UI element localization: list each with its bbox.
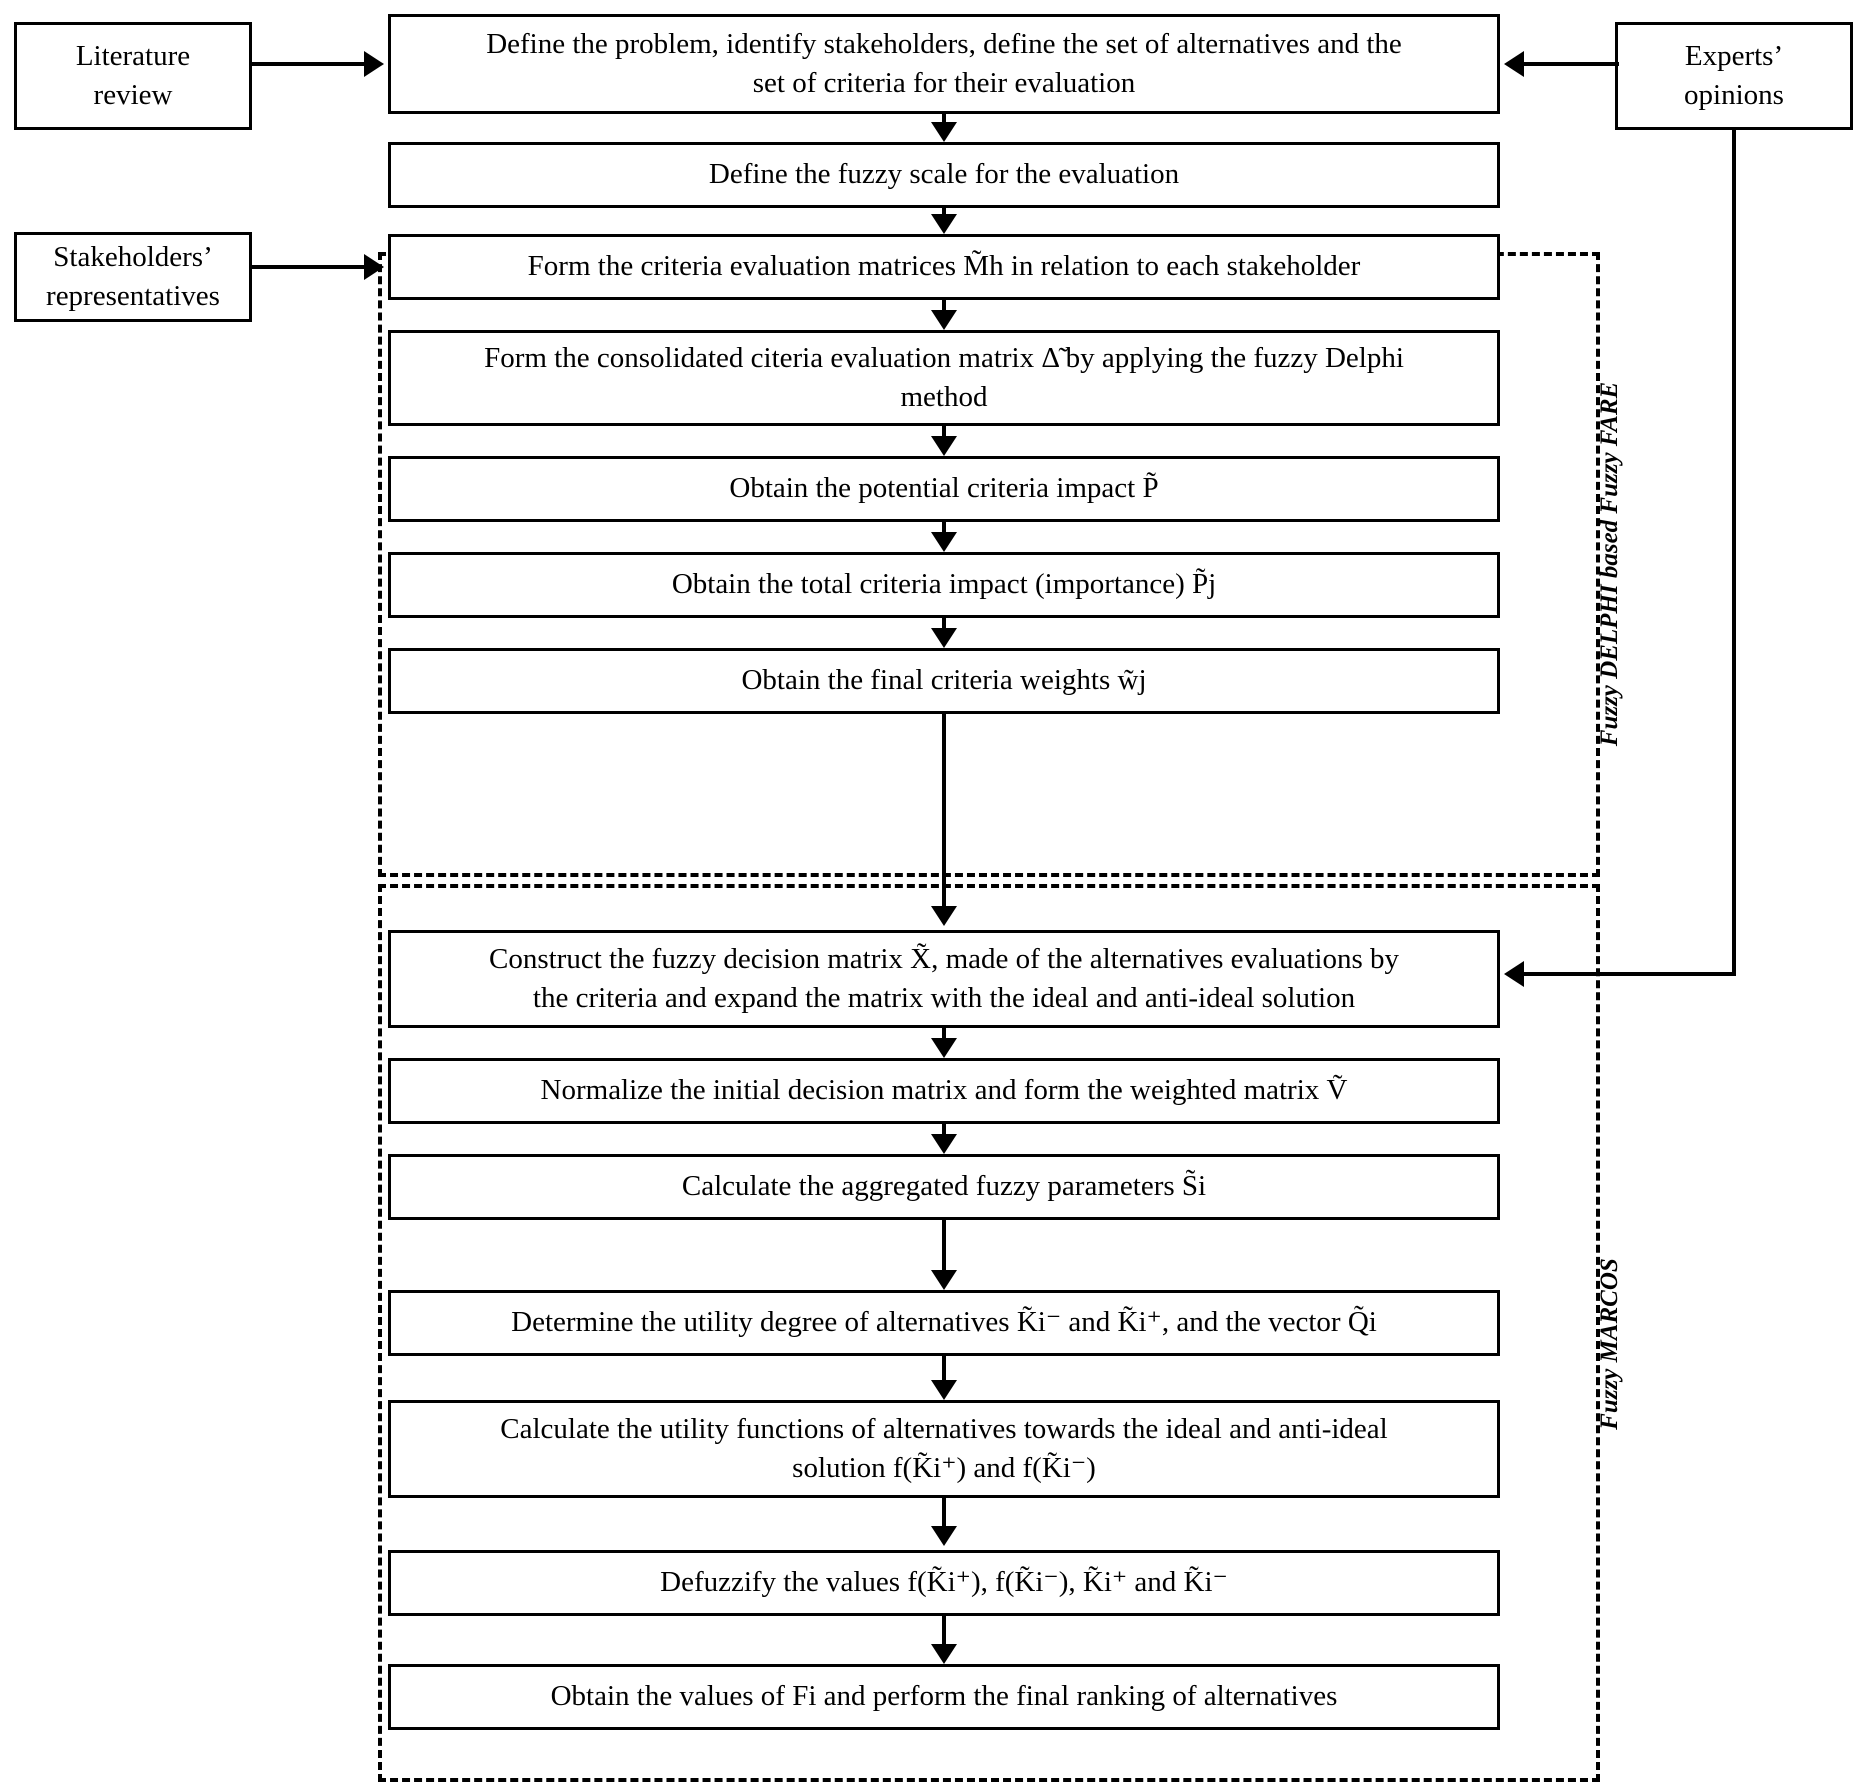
- step-utility-degree-line1: Determine the utility degree of alternat…: [511, 1306, 1377, 1339]
- group-frame-fuzzy-marcos: [378, 884, 1600, 1782]
- input-box-stakeholders-representatives-label: Stakeholders’ representatives: [46, 240, 220, 312]
- group-label-fuzzy-delphi-fare: Fuzzy DELPHI based Fuzzy FARE: [1596, 381, 1623, 747]
- step-box-construct-decision-matrix: Construct the fuzzy decision matrix X̃, …: [388, 930, 1500, 1028]
- step-consolidated-matrix-line2: method: [900, 381, 988, 413]
- arrowhead-3-4: [931, 310, 957, 330]
- connector-literature-to-define-problem: [252, 62, 364, 66]
- step-form-criteria-matrices-line1: Form the criteria evaluation matrices M̃…: [527, 250, 1361, 283]
- step-box-define-problem: Define the problem, identify stakeholder…: [388, 14, 1500, 114]
- connector-4-5: [942, 426, 946, 440]
- step-final-ranking-line1: Obtain the values of Fi and perform the …: [550, 1680, 1338, 1713]
- arrowhead-stakeholders-to-form-matrices: [364, 254, 384, 280]
- step-box-utility-degree: Determine the utility degree of alternat…: [388, 1290, 1500, 1356]
- step-box-defuzzify: Defuzzify the values f(K̃i⁺), f(K̃i⁻), K…: [388, 1550, 1500, 1616]
- step-box-potential-criteria-impact: Obtain the potential criteria impact P̃: [388, 456, 1500, 522]
- arrowhead-9-10: [931, 1134, 957, 1154]
- step-total-criteria-impact-line1: Obtain the total criteria impact (import…: [671, 568, 1217, 601]
- step-normalize-matrix-line1: Normalize the initial decision matrix an…: [540, 1074, 1348, 1107]
- connector-experts-vertical-down: [1732, 130, 1736, 976]
- arrowhead-5-6: [931, 532, 957, 552]
- connector-experts-horizontal-to-matrix: [1524, 972, 1736, 976]
- arrowhead-2-3: [931, 214, 957, 234]
- step-define-problem-line2: set of criteria for their evaluation: [752, 67, 1136, 99]
- connector-8-9: [942, 1028, 946, 1042]
- step-utility-functions-line1: Calculate the utility functions of alter…: [500, 1412, 1388, 1445]
- arrowhead-7-8: [931, 906, 957, 926]
- step-box-normalize-matrix: Normalize the initial decision matrix an…: [388, 1058, 1500, 1124]
- connector-13-14: [942, 1616, 946, 1648]
- step-box-final-ranking: Obtain the values of Fi and perform the …: [388, 1664, 1500, 1730]
- connector-11-12: [942, 1356, 946, 1384]
- step-define-fuzzy-scale-line1: Define the fuzzy scale for the evaluatio…: [708, 158, 1180, 191]
- step-box-aggregated-parameters: Calculate the aggregated fuzzy parameter…: [388, 1154, 1500, 1220]
- arrowhead-10-11: [931, 1270, 957, 1290]
- step-box-consolidated-matrix: Form the consolidated citeria evaluation…: [388, 330, 1500, 426]
- arrowhead-4-5: [931, 436, 957, 456]
- arrowhead-experts-to-define-problem: [1504, 51, 1524, 77]
- step-box-define-fuzzy-scale: Define the fuzzy scale for the evaluatio…: [388, 142, 1500, 208]
- step-box-utility-functions: Calculate the utility functions of alter…: [388, 1400, 1500, 1498]
- connector-3-4: [942, 300, 946, 314]
- input-box-literature-review-label: Literature review: [75, 39, 191, 111]
- step-box-form-criteria-matrices: Form the criteria evaluation matrices M̃…: [388, 234, 1500, 300]
- step-construct-decision-matrix-line1: Construct the fuzzy decision matrix X̃, …: [488, 942, 1399, 975]
- arrowhead-11-12: [931, 1380, 957, 1400]
- arrowhead-13-14: [931, 1644, 957, 1664]
- step-consolidated-matrix-line1: Form the consolidated citeria evaluation…: [484, 341, 1404, 374]
- step-box-final-criteria-weights: Obtain the final criteria weights w̃j: [388, 648, 1500, 714]
- connector-9-10: [942, 1124, 946, 1138]
- connector-12-13: [942, 1498, 946, 1530]
- connector-7-8: [942, 714, 946, 914]
- connector-stakeholders-to-form-matrices: [252, 265, 364, 269]
- step-defuzzify-line1: Defuzzify the values f(K̃i⁺), f(K̃i⁻), K…: [660, 1566, 1228, 1599]
- input-box-experts-opinions: Experts’ opinions: [1615, 22, 1853, 130]
- step-potential-criteria-impact-line1: Obtain the potential criteria impact P̃: [729, 472, 1159, 505]
- input-box-stakeholders-representatives: Stakeholders’ representatives: [14, 232, 252, 322]
- arrowhead-1-2: [931, 122, 957, 142]
- step-box-total-criteria-impact: Obtain the total criteria impact (import…: [388, 552, 1500, 618]
- connector-6-7: [942, 618, 946, 632]
- arrowhead-6-7: [931, 628, 957, 648]
- connector-experts-to-define-problem: [1524, 62, 1619, 66]
- input-box-literature-review: Literature review: [14, 22, 252, 130]
- step-define-problem-line1: Define the problem, identify stakeholder…: [486, 27, 1402, 60]
- connector-10-11: [942, 1220, 946, 1272]
- arrowhead-12-13: [931, 1526, 957, 1546]
- arrowhead-8-9: [931, 1038, 957, 1058]
- arrowhead-experts-to-construct-matrix: [1504, 961, 1524, 987]
- connector-5-6: [942, 522, 946, 536]
- step-construct-decision-matrix-line2: the criteria and expand the matrix with …: [532, 982, 1356, 1014]
- group-label-fuzzy-marcos: Fuzzy MARCOS: [1596, 1258, 1623, 1430]
- input-box-experts-opinions-label: Experts’ opinions: [1684, 39, 1784, 111]
- step-utility-functions-line2: solution f(K̃i⁺) and f(K̃i⁻): [792, 1452, 1096, 1484]
- step-final-criteria-weights-line1: Obtain the final criteria weights w̃j: [741, 664, 1147, 697]
- step-aggregated-parameters-line1: Calculate the aggregated fuzzy parameter…: [681, 1170, 1207, 1203]
- arrowhead-literature-to-define-problem: [364, 51, 384, 77]
